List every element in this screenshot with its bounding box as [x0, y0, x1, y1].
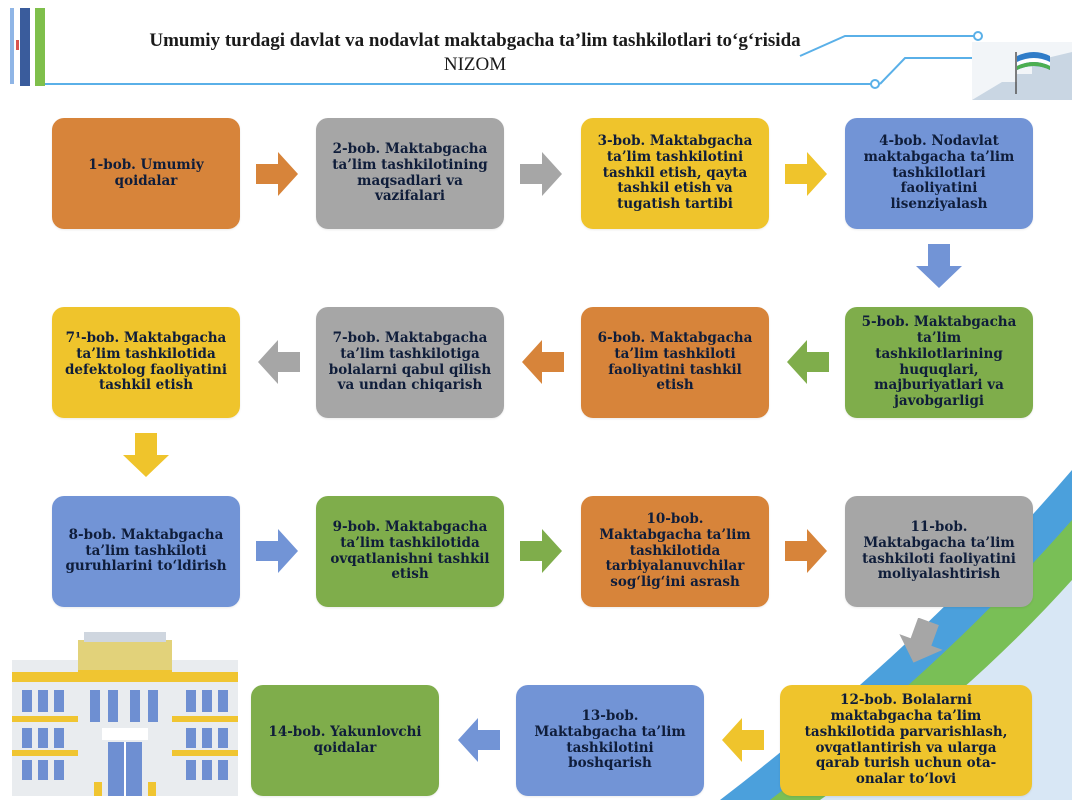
- arrow-right-icon: [785, 529, 827, 573]
- chapter-box-4[interactable]: 4-bob. Nodavlat maktabgacha ta’lim tashk…: [845, 118, 1033, 229]
- arrow-left-icon: [787, 340, 829, 384]
- chapter-box-3[interactable]: 3-bob. Maktabgacha ta’lim tashkilotini t…: [581, 118, 769, 229]
- header-subtitle: NIZOM: [443, 54, 507, 75]
- chapter-box-8[interactable]: 8-bob. Maktabgacha ta’lim tashkiloti gur…: [52, 496, 240, 607]
- arrow-left-icon: [722, 718, 764, 762]
- arrow-down-icon: [123, 433, 169, 477]
- chapter-box-1[interactable]: 1-bob. Umumiy qoidalar: [52, 118, 240, 229]
- kindergarten-building-image: [12, 632, 238, 796]
- arrow-left-icon: [258, 340, 300, 384]
- chapter-box-10[interactable]: 10-bob. Maktabgacha ta’lim tashkilotida …: [581, 496, 769, 607]
- arrow-right-icon: [520, 529, 562, 573]
- header-title: Umumiy turdagi davlat va nodavlat maktab…: [149, 30, 801, 51]
- arrow-down-icon: [916, 244, 962, 288]
- chapter-box-14[interactable]: 14-bob. Yakunlovchi qoidalar: [251, 685, 439, 796]
- chapter-box-13[interactable]: 13-bob. Maktabgacha ta’lim tashkilotini …: [516, 685, 704, 796]
- chapter-box-2[interactable]: 2-bob. Maktabgacha ta’lim tashkilotining…: [316, 118, 504, 229]
- chapter-box-11[interactable]: 11-bob. Maktabgacha ta’lim tashkiloti fa…: [845, 496, 1033, 607]
- chapter-box-7[interactable]: 7-bob. Maktabgacha ta’lim tashkilotiga b…: [316, 307, 504, 418]
- arrow-down-icon: [899, 618, 943, 663]
- arrow-right-icon: [256, 152, 298, 196]
- arrow-right-icon: [785, 152, 827, 196]
- arrow-right-icon: [520, 152, 562, 196]
- arrow-left-icon: [522, 340, 564, 384]
- arrow-left-icon: [458, 718, 500, 762]
- chapter-box-12[interactable]: 12-bob. Bolalarni maktabgacha ta’lim tas…: [780, 685, 1032, 796]
- chapter-box-7-1[interactable]: 7¹-bob. Maktabgacha ta’lim tashkilotida …: [52, 307, 240, 418]
- chapter-box-5[interactable]: 5-bob. Maktabgacha ta’lim tashkilotlarin…: [845, 307, 1033, 418]
- chapter-box-9[interactable]: 9-bob. Maktabgacha ta’lim tashkilotida o…: [316, 496, 504, 607]
- flag-stairs-image: [972, 42, 1072, 100]
- arrow-right-icon: [256, 529, 298, 573]
- chapter-box-6[interactable]: 6-bob. Maktabgacha ta’lim tashkiloti fao…: [581, 307, 769, 418]
